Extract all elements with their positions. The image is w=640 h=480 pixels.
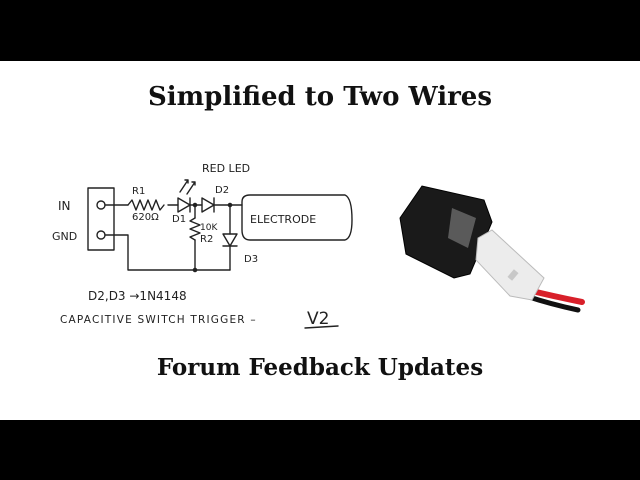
circuit-schematic: IN GND R1 620Ω RED LED D1 D2 10K R2 ELEC… <box>52 162 353 329</box>
connector-slot <box>507 269 519 281</box>
tape-block <box>399 185 493 279</box>
label-gnd: GND <box>52 230 77 243</box>
resistor-r1 <box>127 199 165 211</box>
terminal-in <box>96 200 106 210</box>
label-caption: CAPACITIVE SWITCH TRIGGER – <box>60 314 257 326</box>
label-r1: R1 <box>132 186 145 197</box>
diode-d2 <box>201 197 215 213</box>
sensor-photo <box>399 185 585 313</box>
label-version: V2 <box>307 309 329 329</box>
label-diode-note: D2,D3 →1N4148 <box>88 289 187 303</box>
label-d3: D3 <box>244 254 258 265</box>
label-d2: D2 <box>215 185 229 196</box>
label-r2-value: 10K <box>200 223 218 233</box>
led-arrows <box>179 179 196 195</box>
electrode-shape <box>241 194 353 241</box>
wire-gnd <box>104 234 231 271</box>
version-underline <box>304 325 339 329</box>
terminal-block <box>87 187 115 251</box>
label-d1: D1 <box>172 214 186 225</box>
label-r1-value: 620Ω <box>132 212 159 223</box>
terminal-gnd <box>96 230 106 240</box>
label-red-led: RED LED <box>202 162 250 175</box>
metal-electrode <box>448 208 476 248</box>
title-forum-feedback: Forum Feedback Updates <box>156 354 484 381</box>
title-simplified: Simplified to Two Wires <box>148 82 492 112</box>
label-r2: R2 <box>200 234 213 245</box>
diode-d3 <box>222 233 238 247</box>
resistor-r2 <box>189 217 201 241</box>
label-electrode: ELECTRODE <box>250 213 316 226</box>
label-in: IN <box>58 199 71 213</box>
connector-body <box>475 229 545 301</box>
diode-d1 <box>177 197 191 213</box>
